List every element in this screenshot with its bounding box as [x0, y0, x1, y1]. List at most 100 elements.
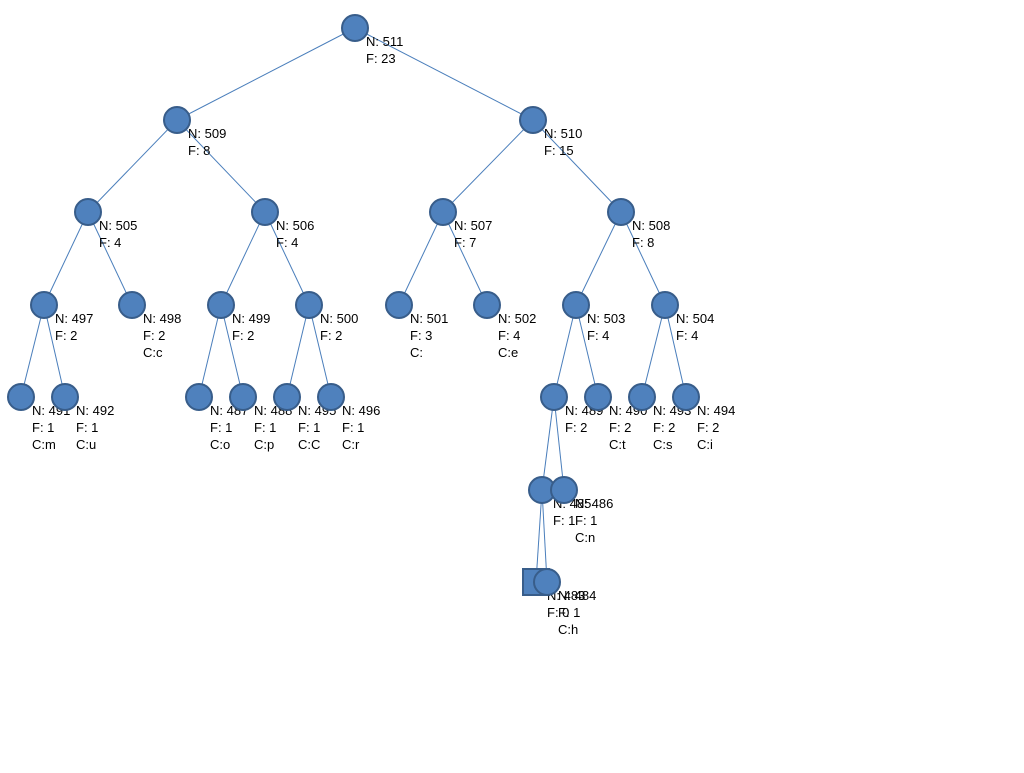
node-number-text: N: 492 [76, 403, 115, 418]
node-frequency-text: F: 0 [547, 605, 570, 620]
node-char-text: C:C [298, 437, 321, 452]
tree-node-511[interactable] [341, 14, 369, 42]
node-frequency-text: F: 1 [210, 420, 233, 435]
node-char-text: C:h [558, 622, 579, 637]
tree-node-497[interactable] [30, 291, 58, 319]
node-number-text: N: 505 [99, 218, 138, 233]
node-char-text: C:r [342, 437, 360, 452]
node-frequency-text: F: 1 [76, 420, 99, 435]
edge-n510-n508 [532, 119, 622, 213]
node-frequency-text: F: 15 [544, 143, 574, 158]
edge-n507-n502 [442, 211, 488, 306]
tree-node-507[interactable] [429, 198, 457, 226]
edge-n497-n492 [43, 304, 66, 398]
tree-node-488[interactable] [229, 383, 257, 411]
tree-node-498[interactable] [118, 291, 146, 319]
node-char-text: C:p [254, 437, 275, 452]
tree-node-484[interactable] [533, 568, 561, 596]
node-label-492: N: 492 F: 1 C:u [76, 402, 114, 453]
node-number-text: N: 504 [676, 311, 715, 326]
edge-n506-n499 [220, 211, 266, 306]
node-number-text: N: 510 [544, 126, 583, 141]
tree-node-501[interactable] [385, 291, 413, 319]
tree-node-486[interactable] [550, 476, 578, 504]
node-char-text: C:o [210, 437, 231, 452]
tree-node-496[interactable] [317, 383, 345, 411]
node-number-text: N: 498 [143, 311, 182, 326]
node-char-text: C:u [76, 437, 97, 452]
tree-node-499[interactable] [207, 291, 235, 319]
tree-node-508[interactable] [607, 198, 635, 226]
tree-node-493[interactable] [628, 383, 656, 411]
node-frequency-text: F: 2 [697, 420, 720, 435]
node-label-504: N: 504 F: 4 [676, 310, 714, 344]
node-label-501: N: 501 F: 3 C: [410, 310, 448, 361]
tree-node-509[interactable] [163, 106, 191, 134]
tree-node-503[interactable] [562, 291, 590, 319]
edge-n509-n506 [176, 119, 266, 213]
edge-n504-n493 [641, 304, 666, 398]
edge-n485-n484 [541, 489, 548, 583]
tree-node-510[interactable] [519, 106, 547, 134]
node-frequency-text: F: 2 [55, 328, 78, 343]
node-frequency-text: F: 1 [553, 513, 576, 528]
edge-n507-n501 [398, 211, 444, 306]
edge-n505-n498 [87, 211, 133, 306]
node-frequency-text: F: 1 [298, 420, 321, 435]
edge-n499-n487 [198, 304, 222, 398]
node-frequency-text: F: 4 [587, 328, 610, 343]
tree-node-505[interactable] [74, 198, 102, 226]
node-number-text: N: 486 [575, 496, 614, 511]
node-frequency-text: F: 8 [188, 143, 211, 158]
tree-node-490[interactable] [584, 383, 612, 411]
tree-node-487[interactable] [185, 383, 213, 411]
node-frequency-text: F: 2 [609, 420, 632, 435]
node-frequency-text: F: 2 [143, 328, 166, 343]
tree-node-502[interactable] [473, 291, 501, 319]
node-number-text: N: 508 [632, 218, 671, 233]
edge-n489-n486 [553, 396, 565, 491]
node-frequency-text: F: 1 [575, 513, 598, 528]
node-frequency-text: F: 2 [653, 420, 676, 435]
node-number-text: N: 507 [454, 218, 493, 233]
node-number-text: N: 509 [188, 126, 227, 141]
edge-n505-n497 [43, 211, 89, 306]
tree-node-495[interactable] [273, 383, 301, 411]
edge-n504-n494 [664, 304, 687, 398]
edge-n497-n491 [20, 304, 45, 398]
tree-node-494[interactable] [672, 383, 700, 411]
tree-node-489[interactable] [540, 383, 568, 411]
tree-node-491[interactable] [7, 383, 35, 411]
node-number-text: N: 506 [276, 218, 315, 233]
edge-n500-n496 [308, 304, 332, 398]
node-label-510: N: 510 F: 15 [544, 125, 582, 159]
node-frequency-text: F: 4 [498, 328, 521, 343]
edge-n485-n483 [535, 489, 543, 583]
edge-n508-n504 [620, 211, 666, 306]
node-frequency-text: F: 4 [676, 328, 699, 343]
node-frequency-text: F: 1 [254, 420, 277, 435]
tree-node-500[interactable] [295, 291, 323, 319]
tree-node-504[interactable] [651, 291, 679, 319]
node-number-text: N: 501 [410, 311, 449, 326]
tree-node-506[interactable] [251, 198, 279, 226]
node-number-text: N: 484 [558, 588, 597, 603]
edge-n499-n488 [220, 304, 244, 398]
node-char-text: C:c [143, 345, 163, 360]
node-frequency-text: F: 3 [410, 328, 433, 343]
node-frequency-text: F: 8 [632, 235, 655, 250]
node-frequency-text: F: 2 [320, 328, 343, 343]
node-label-509: N: 509 F: 8 [188, 125, 226, 159]
node-number-text: N: 511 [366, 34, 404, 49]
node-char-text: C: [410, 345, 423, 360]
edge-n500-n495 [286, 304, 310, 398]
tree-node-492[interactable] [51, 383, 79, 411]
